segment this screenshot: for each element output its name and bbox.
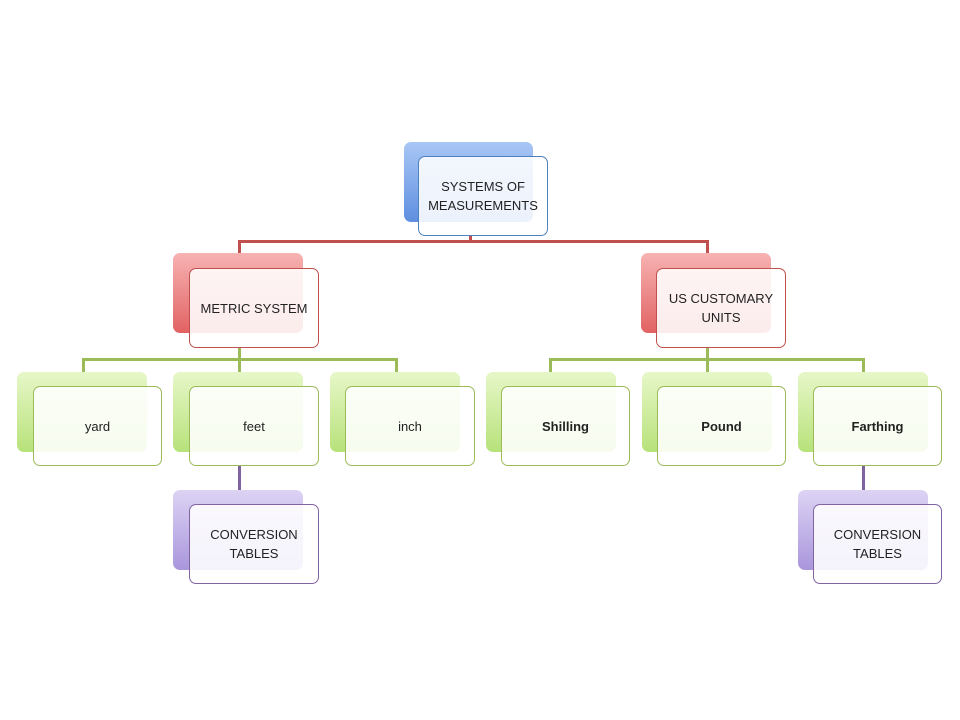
connector-pound-drop <box>706 358 709 372</box>
connector-root-down <box>469 236 472 242</box>
node-metric-conversion-tables-label: CONVERSION TABLES <box>189 504 319 584</box>
node-us-conversion-tables-label: CONVERSION TABLES <box>813 504 942 584</box>
node-yard-label: yard <box>33 386 162 466</box>
node-inch-label: inch <box>345 386 475 466</box>
connector-metric-down <box>238 348 241 360</box>
connector-inch-drop <box>395 358 398 372</box>
connector-metric-drop <box>238 240 241 253</box>
connector-us-down <box>706 348 709 360</box>
node-farthing-label: Farthing <box>813 386 942 466</box>
node-feet-label: feet <box>189 386 319 466</box>
connector-yard-drop <box>82 358 85 372</box>
node-root-label: SYSTEMS OF MEASUREMENTS <box>418 156 548 236</box>
connector-farthing-tables <box>862 466 865 490</box>
node-pound-label: Pound <box>657 386 786 466</box>
connector-us-drop <box>706 240 709 253</box>
connector-feet-tables <box>238 466 241 490</box>
connector-feet-drop <box>238 358 241 372</box>
connector-root-bar <box>238 240 709 243</box>
node-shilling-label: Shilling <box>501 386 630 466</box>
connector-farthing-drop <box>862 358 865 372</box>
node-us-customary-label: US CUSTOMARY UNITS <box>656 268 786 348</box>
node-metric-system-label: METRIC SYSTEM <box>189 268 319 348</box>
connector-shilling-drop <box>549 358 552 372</box>
